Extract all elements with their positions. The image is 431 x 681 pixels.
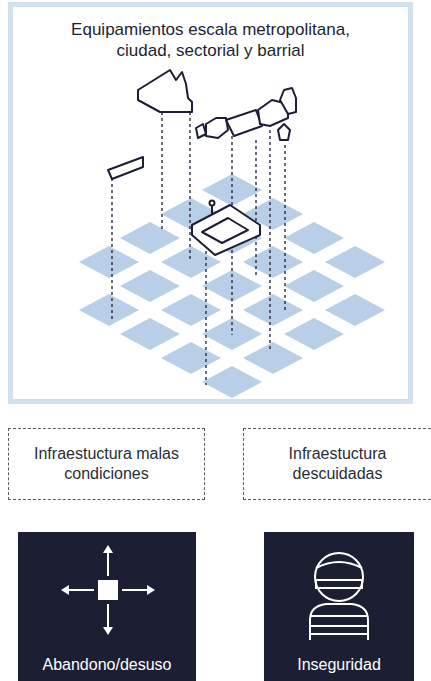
tile	[161, 294, 221, 326]
tile	[243, 246, 303, 278]
node-label: Equipamientos escala metropolitana, ciud…	[46, 19, 376, 62]
tile	[325, 294, 385, 326]
tile	[284, 318, 344, 350]
issue-box: Abandono/desuso	[18, 532, 196, 681]
node-label: Infraestuctura malas condiciones	[32, 444, 182, 484]
inseguridad-icon	[264, 532, 414, 681]
leader-lines	[112, 112, 285, 385]
condition-box: Infraestuctura descuidadas	[243, 428, 431, 500]
building-outlines	[108, 70, 296, 255]
tile	[120, 318, 180, 350]
tile	[243, 342, 303, 374]
tile	[79, 246, 139, 278]
tile	[202, 366, 262, 398]
issue-box: Inseguridad	[264, 532, 414, 681]
node-label: Inseguridad	[297, 655, 381, 675]
condition-box: Infraestuctura malas condiciones	[8, 428, 205, 500]
tile	[120, 222, 180, 254]
tile	[243, 294, 303, 326]
tile	[284, 222, 344, 254]
tile	[79, 294, 139, 326]
tile	[325, 246, 385, 278]
scope-panel: Equipamientos escala metropolitana, ciud…	[8, 2, 413, 404]
tile	[161, 342, 221, 374]
node-label: Infraestuctura descuidadas	[263, 444, 413, 484]
tile	[120, 270, 180, 302]
abandono-icon	[18, 532, 196, 681]
node-label: Abandono/desuso	[43, 655, 172, 675]
tile	[284, 270, 344, 302]
